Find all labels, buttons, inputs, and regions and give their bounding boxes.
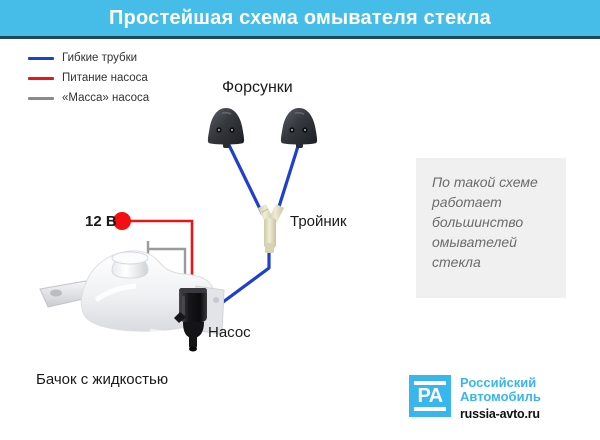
logo-bar-top [414, 381, 446, 385]
logo-text-block: Российский Автомобиль russia-avto.ru [460, 375, 541, 422]
legend-label-power: Питание насоса [62, 72, 148, 84]
site-logo[interactable]: РА Российский Автомобиль russia-avto.ru [409, 375, 541, 421]
label-pump: Насос [208, 324, 251, 341]
label-voltage: 12 В [85, 213, 117, 230]
nozzle-right [280, 108, 318, 148]
legend-label-hoses: Гибкие трубки [62, 52, 138, 64]
label-reservoir: Бачок с жидкостью [36, 371, 169, 388]
label-tee: Тройник [290, 213, 347, 230]
legend-item-ground: «Масса» насоса [28, 88, 149, 108]
logo-mark-icon: РА [409, 375, 451, 417]
legend-swatch-ground [28, 96, 54, 100]
note-text: По такой схеме работает большинство омыв… [432, 174, 538, 270]
page-header: Простейшая схема омывателя стекла [0, 0, 600, 39]
tee-connector [258, 204, 284, 253]
legend-swatch-hoses [28, 56, 54, 60]
washer-pump [174, 288, 207, 352]
power-wire [113, 212, 194, 296]
page-title: Простейшая схема омывателя стекла [108, 6, 491, 29]
logo-bar-bottom [414, 407, 446, 411]
logo-url: russia-avto.ru [460, 407, 540, 421]
legend-item-power: Питание насоса [28, 68, 149, 88]
legend-item-hoses: Гибкие трубки [28, 48, 149, 68]
note-box: По такой схеме работает большинство омыв… [416, 158, 566, 298]
logo-monogram: РА [417, 385, 443, 407]
logo-line-1: Российский [460, 375, 537, 390]
power-terminal-dot [113, 212, 131, 230]
legend-label-ground: «Масса» насоса [62, 92, 150, 104]
legend: Гибкие трубки Питание насоса «Масса» нас… [28, 48, 149, 108]
label-nozzles: Форсунки [222, 79, 293, 96]
logo-line-2: Автомобиль [460, 389, 541, 404]
nozzle-left [207, 108, 245, 148]
legend-swatch-power [28, 76, 54, 80]
